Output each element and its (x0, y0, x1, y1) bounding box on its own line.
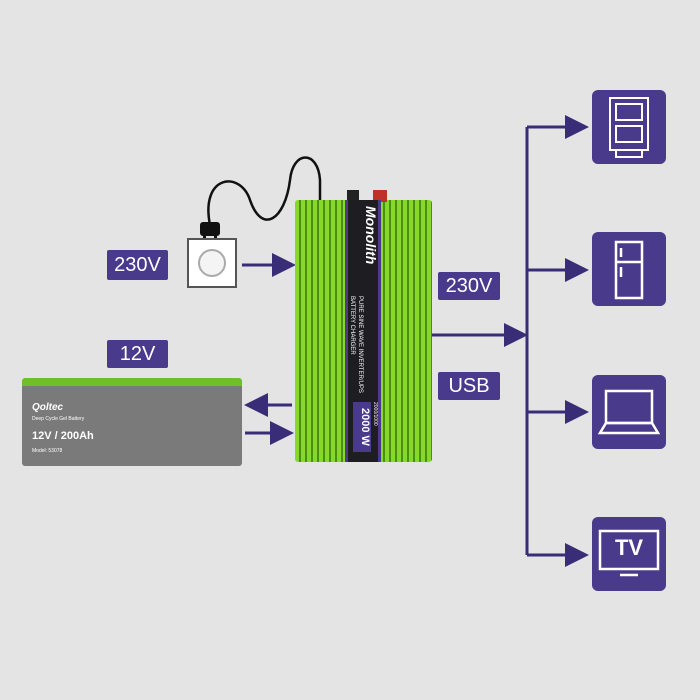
tv-text: TV (614, 535, 644, 560)
inverter-line1: PURE SINE WAVE INVERTER/UPS (357, 296, 363, 393)
inverter-line2: BATTERY CHARGER (349, 296, 355, 355)
output-usb-label: USB (438, 372, 500, 400)
battery-rating: 12V / 200Ah (32, 430, 94, 442)
battery: Qoltec Deep Cycle Gel Battery 12V / 200A… (22, 378, 242, 466)
battery-model: Model: 53078 (32, 448, 63, 454)
laptop-icon (597, 389, 661, 435)
fridge-icon (614, 240, 644, 300)
output-230v-label: 230V (438, 272, 500, 300)
wall-socket (187, 238, 237, 288)
inverter-power: 2000 W (353, 402, 371, 452)
device-fridge (592, 232, 666, 306)
inverter: Monolith PURE SINE WAVE INVERTER/UPS BAT… (295, 190, 432, 462)
device-laptop (592, 375, 666, 449)
inverter-brand: Monolith (363, 206, 379, 265)
boiler-icon (609, 97, 649, 158)
input-230v-label: 230V (107, 250, 168, 280)
battery-12v-label: 12V (107, 340, 168, 368)
tv-icon (598, 529, 660, 577)
battery-type: Deep Cycle Gel Battery (32, 416, 85, 422)
battery-brand: Qoltec (32, 402, 64, 413)
device-tv: TV (592, 517, 666, 591)
inverter-model: 2000/1000 (372, 402, 378, 426)
device-boiler (592, 90, 666, 164)
